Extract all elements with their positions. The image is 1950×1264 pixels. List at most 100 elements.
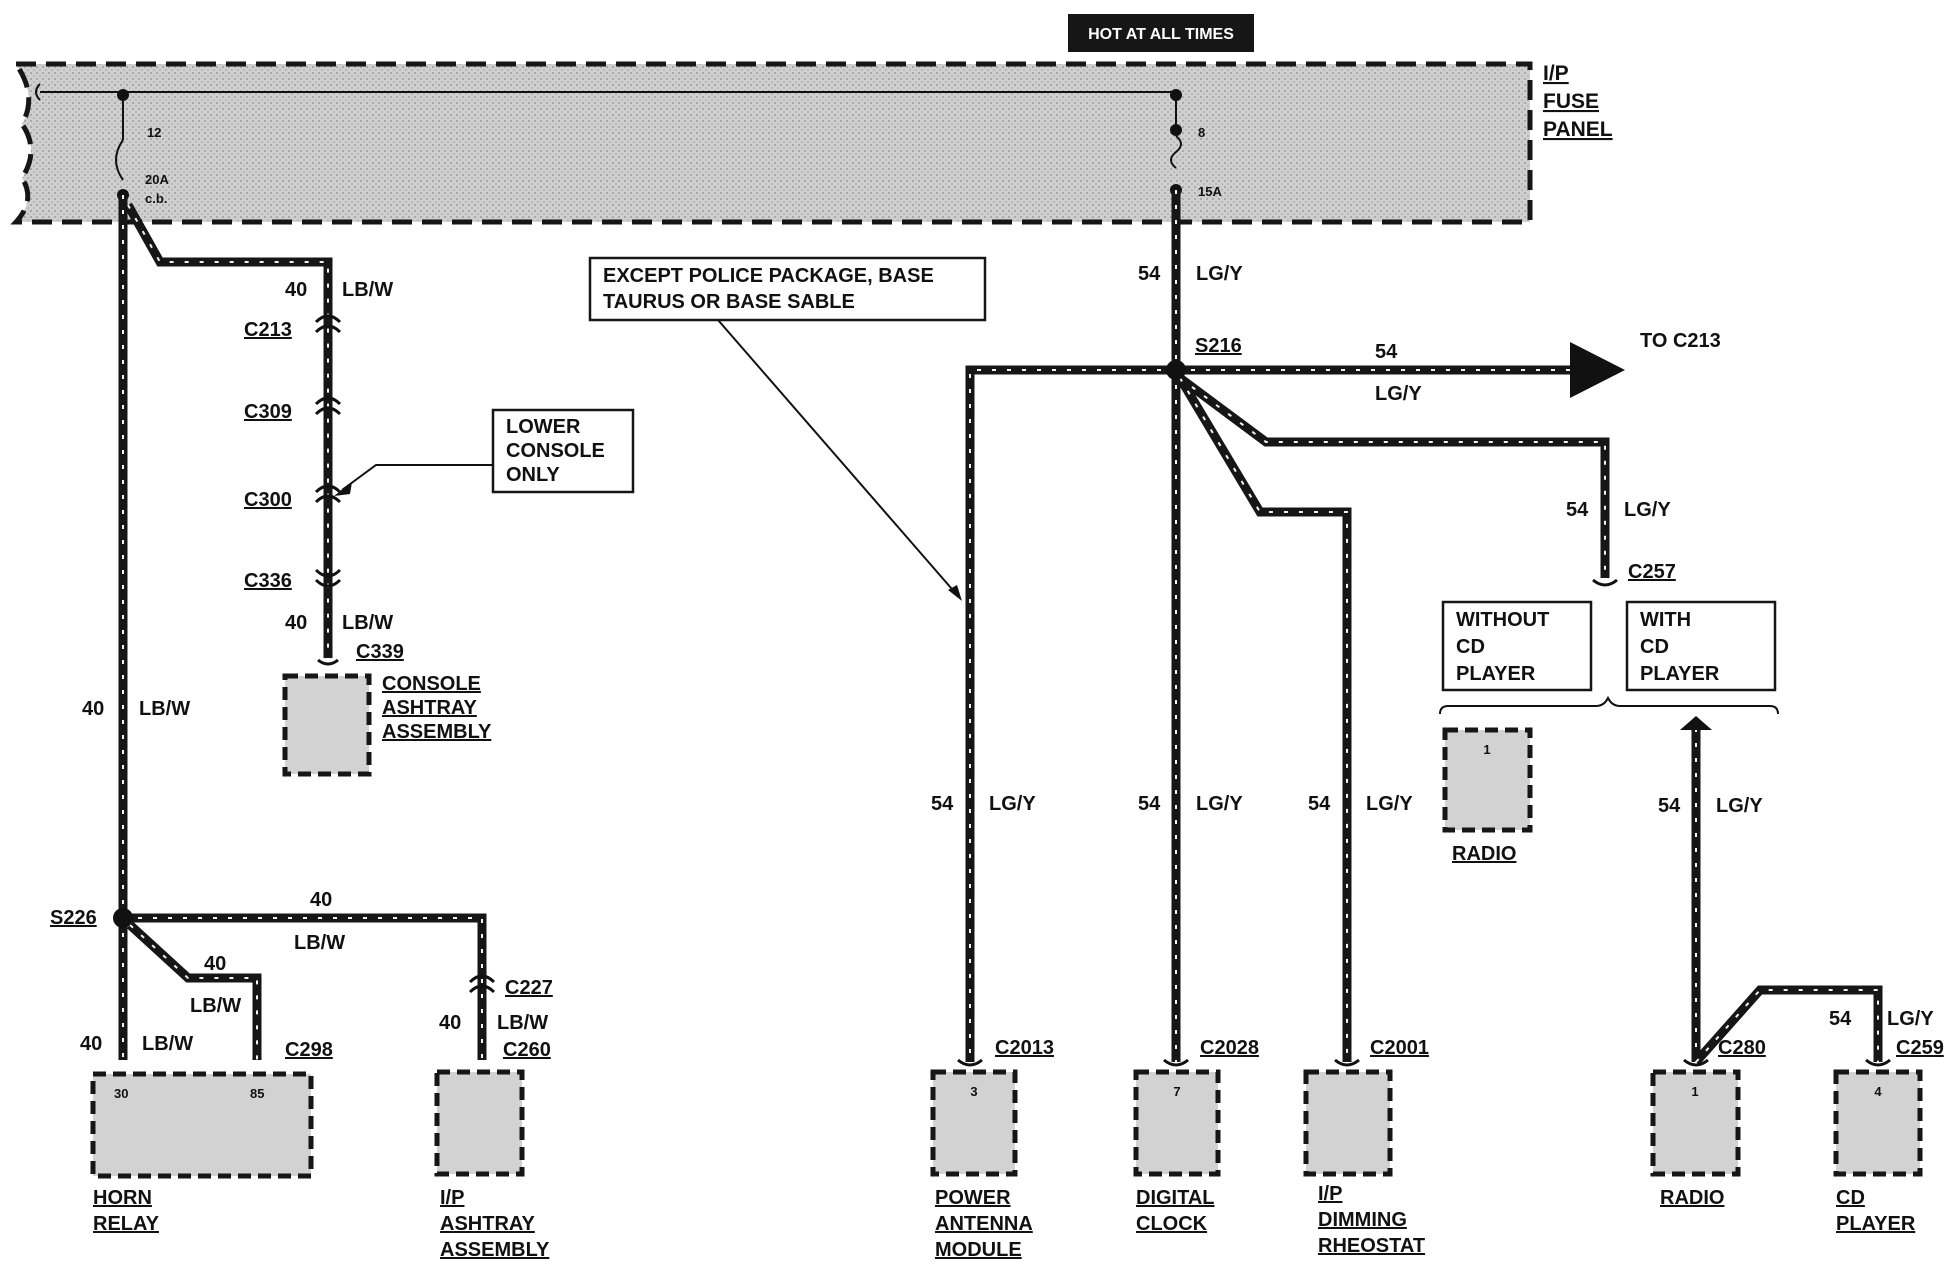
wire-label-40: 40: [285, 279, 307, 301]
svg-text:ONLY: ONLY: [506, 464, 560, 486]
left-fuse-rating: 20A: [145, 172, 169, 187]
svg-text:3: 3: [970, 1084, 977, 1099]
svg-text:CD: CD: [1456, 636, 1485, 658]
note-with-cd-player: WITH CD PLAYER: [1625, 600, 1777, 692]
svg-text:ASSEMBLY: ASSEMBLY: [440, 1239, 550, 1261]
svg-text:ASSEMBLY: ASSEMBLY: [382, 721, 492, 743]
power-antenna-module: 3 POWER ANTENNA MODULE: [930, 1069, 1033, 1261]
wire-color-lbw: LB/W: [342, 279, 393, 301]
svg-text:WITH: WITH: [1640, 609, 1691, 631]
svg-text:CLOCK: CLOCK: [1136, 1213, 1208, 1235]
svg-text:RADIO: RADIO: [1660, 1187, 1724, 1209]
horn-relay: 30 85 HORN RELAY: [90, 1071, 314, 1235]
svg-text:CONSOLE: CONSOLE: [382, 673, 481, 695]
c227-mark: [468, 974, 496, 984]
svg-text:ASHTRAY: ASHTRAY: [440, 1213, 535, 1235]
svg-text:1: 1: [1483, 742, 1490, 757]
c2001-mark: [1334, 1058, 1360, 1067]
svg-text:I/P: I/P: [440, 1187, 464, 1209]
wire-label-54: 54: [1308, 793, 1331, 815]
connector-c260: C260: [503, 1039, 551, 1061]
splice-s216-label: S216: [1195, 335, 1242, 357]
left-fuse-number: 12: [147, 125, 161, 140]
wire-color-lbw: LB/W: [139, 698, 190, 720]
connector-c213: C213: [244, 319, 292, 341]
circuit-40-wires: [118, 195, 487, 1060]
radio-without-cd: 1 RADIO: [1442, 727, 1533, 865]
wire-label-54: 54: [1829, 1008, 1852, 1030]
fuse-panel-label-1: I/P: [1543, 62, 1569, 85]
svg-text:MODULE: MODULE: [935, 1239, 1022, 1261]
svg-text:ASHTRAY: ASHTRAY: [382, 697, 477, 719]
note-except-police-package: EXCEPT POLICE PACKAGE, BASE TAURUS OR BA…: [588, 256, 987, 601]
svg-text:CONSOLE: CONSOLE: [506, 440, 605, 462]
wire-color-lbw: LB/W: [342, 612, 393, 634]
cd-branch-arrow: [1680, 716, 1712, 730]
svg-text:PLAYER: PLAYER: [1456, 663, 1536, 685]
svg-text:DIGITAL: DIGITAL: [1136, 1187, 1215, 1209]
to-c213-label: TO C213: [1640, 330, 1721, 352]
svg-text:EXCEPT POLICE PACKAGE, BASE: EXCEPT POLICE PACKAGE, BASE: [603, 265, 934, 287]
console-ashtray-assembly: CONSOLE ASHTRAY ASSEMBLY: [282, 673, 492, 777]
c260-mark: [468, 984, 496, 994]
right-fuse-number: 8: [1198, 125, 1205, 140]
svg-text:4: 4: [1874, 1084, 1882, 1099]
c280-mark: [1683, 1058, 1709, 1067]
wire-color-lgy: LG/Y: [1196, 263, 1243, 285]
svg-text:WITHOUT: WITHOUT: [1456, 609, 1549, 631]
hot-at-all-times-label: HOT AT ALL TIMES: [1068, 14, 1254, 52]
wire-label-40: 40: [285, 612, 307, 634]
wire-label-40: 40: [310, 889, 332, 911]
option-bracket: [1439, 695, 1779, 715]
digital-clock: 7 DIGITAL CLOCK: [1133, 1069, 1221, 1235]
connector-c257: C257: [1628, 561, 1676, 583]
wire-label-54: 54: [1566, 499, 1589, 521]
wire-color-lgy: LG/Y: [1196, 793, 1243, 815]
wire-color-lbw: LB/W: [190, 995, 241, 1017]
wire-label-40: 40: [439, 1012, 461, 1034]
wire-color-lgy: LG/Y: [1375, 383, 1422, 405]
fuse-panel-label-2: FUSE: [1543, 90, 1599, 113]
svg-text:30: 30: [114, 1086, 128, 1101]
svg-text:LOWER: LOWER: [506, 416, 581, 438]
connector-c309: C309: [244, 401, 292, 423]
connector-c2001: C2001: [1370, 1037, 1429, 1059]
wire-label-54: 54: [931, 793, 954, 815]
svg-text:CD: CD: [1836, 1187, 1865, 1209]
wire-label-40: 40: [80, 1033, 102, 1055]
right-fuse-rating: 15A: [1198, 184, 1222, 199]
console-connector-marks: [314, 314, 342, 666]
connector-c227: C227: [505, 977, 553, 999]
svg-text:RHEOSTAT: RHEOSTAT: [1318, 1235, 1425, 1257]
svg-text:POWER: POWER: [935, 1187, 1011, 1209]
c2013-mark: [957, 1058, 983, 1067]
wire-color-lgy: LG/Y: [1366, 793, 1413, 815]
note-lower-console-only: LOWER CONSOLE ONLY: [334, 408, 635, 496]
splice-s226-label: S226: [50, 907, 97, 929]
svg-text:7: 7: [1173, 1084, 1180, 1099]
connector-c300: C300: [244, 489, 292, 511]
radio-with-cd: 1 RADIO: [1650, 1069, 1741, 1209]
svg-text:HOT AT ALL TIMES: HOT AT ALL TIMES: [1088, 26, 1234, 43]
svg-text:85: 85: [250, 1086, 264, 1101]
wire-color-lbw: LB/W: [142, 1033, 193, 1055]
svg-text:1: 1: [1691, 1084, 1698, 1099]
svg-text:HORN: HORN: [93, 1187, 152, 1209]
svg-text:I/P: I/P: [1318, 1183, 1342, 1205]
wire-color-lbw: LB/W: [294, 932, 345, 954]
connector-c339: C339: [356, 641, 404, 663]
ip-fuse-panel: I/P FUSE PANEL 12 20A c.b. 8 15A: [10, 61, 1613, 225]
wire-label-54: 54: [1658, 795, 1681, 817]
svg-text:CD: CD: [1640, 636, 1669, 658]
svg-text:RELAY: RELAY: [93, 1213, 160, 1235]
wire-color-lgy: LG/Y: [1887, 1008, 1934, 1030]
splice-s226: [113, 908, 133, 928]
wire-color-lbw: LB/W: [497, 1012, 548, 1034]
wire-label-54: 54: [1138, 793, 1161, 815]
connector-c2013: C2013: [995, 1037, 1054, 1059]
wire-color-lgy: LG/Y: [1716, 795, 1763, 817]
connector-c259: C259: [1896, 1037, 1944, 1059]
wire-label-40: 40: [82, 698, 104, 720]
connector-c336: C336: [244, 570, 292, 592]
